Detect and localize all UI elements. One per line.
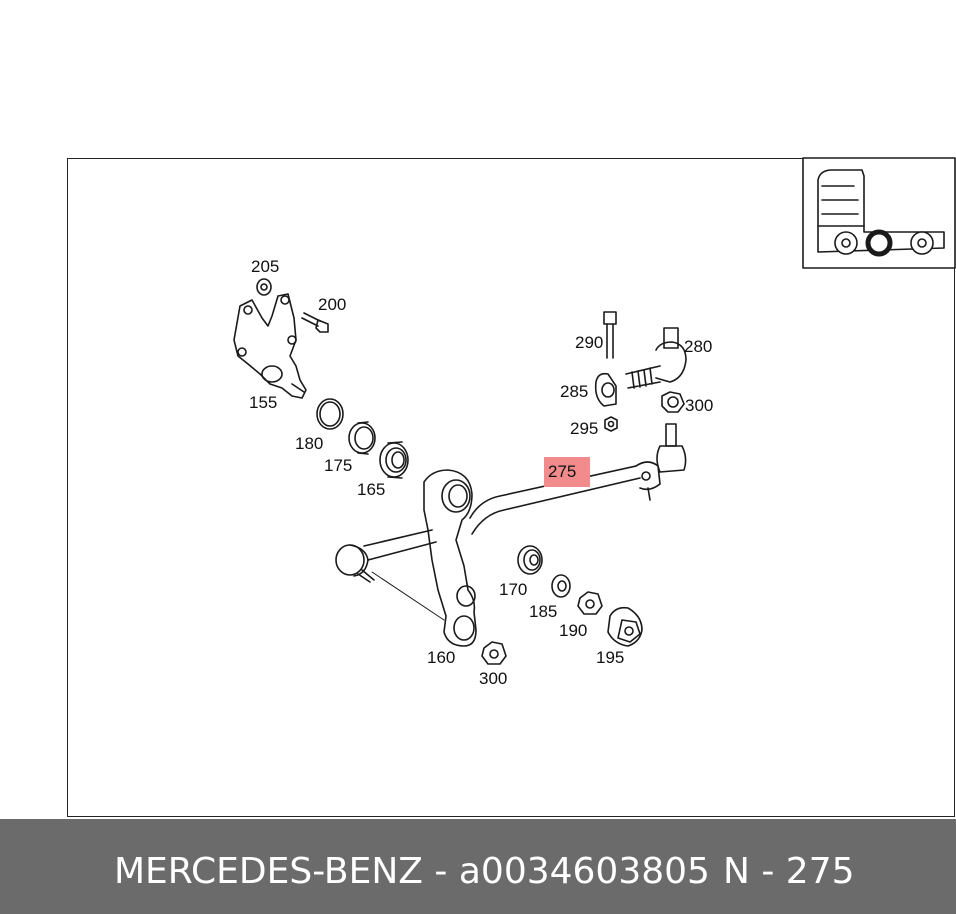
callout-170: 170 xyxy=(499,580,527,599)
part-300-nut-bottom xyxy=(481,641,507,665)
truck-thumbnail xyxy=(802,157,956,269)
reference-number-text: N - 275 xyxy=(723,851,855,892)
callout-160: 160 xyxy=(427,648,455,667)
callout-290: 290 xyxy=(575,333,603,352)
callout-180: 180 xyxy=(295,434,323,453)
part-295-nut xyxy=(604,416,618,432)
part-300-nut-top xyxy=(661,391,685,413)
callout-185: 185 xyxy=(529,602,557,621)
part-190-nut xyxy=(577,591,603,615)
callout-175: 175 xyxy=(324,456,352,475)
callout-155: 155 xyxy=(249,393,277,412)
part-195-cap xyxy=(607,606,643,647)
part-160-drop-arm xyxy=(423,469,477,647)
callout-275: 275 xyxy=(548,462,576,481)
part-280-tie-rod-end xyxy=(625,327,687,389)
part-290-bolt xyxy=(603,311,617,359)
callout-280: 280 xyxy=(684,337,712,356)
callout-200: 200 xyxy=(318,295,346,314)
callout-295: 295 xyxy=(570,419,598,438)
part-170-seal xyxy=(517,545,543,575)
part-200-bolt xyxy=(301,312,329,333)
callout-205: 205 xyxy=(251,257,279,276)
part-180-ring xyxy=(316,398,344,430)
part-285-clamp xyxy=(594,372,617,407)
callout-195: 195 xyxy=(596,648,624,667)
footer-bar: MERCEDES-BENZ - a0034603805 N - 275 xyxy=(0,819,956,914)
callout-300-top: 300 xyxy=(685,396,713,415)
callout-190: 190 xyxy=(559,621,587,640)
callout-165: 165 xyxy=(357,480,385,499)
part-275-drag-link xyxy=(335,461,661,583)
part-175-seal xyxy=(348,421,376,455)
highlight-275 xyxy=(544,457,590,487)
part-205-washer xyxy=(256,278,272,296)
callout-285: 285 xyxy=(560,382,588,401)
callout-300-bottom: 300 xyxy=(479,669,507,688)
part-185-washer xyxy=(551,574,571,598)
part-155-bracket xyxy=(233,293,307,399)
part-number-text: MERCEDES-BENZ - a0034603805 xyxy=(114,851,710,892)
part-275-ball-stud xyxy=(656,423,687,473)
part-165-bearing xyxy=(379,441,409,479)
